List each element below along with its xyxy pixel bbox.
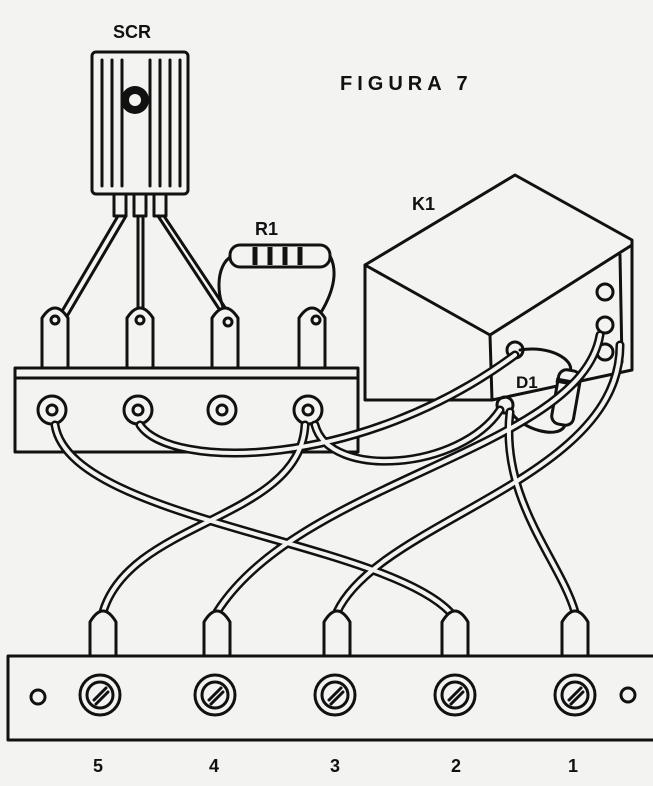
terminal-label-2: 2 (451, 756, 461, 776)
resistor-r1 (217, 243, 336, 322)
terminal-label-1: 1 (568, 756, 578, 776)
scr-label: SCR (113, 22, 151, 42)
k1-label: K1 (412, 194, 435, 214)
scr-component (56, 50, 234, 320)
bottom-terminal-strip (6, 609, 653, 742)
figure-title: FIGURA 7 (340, 73, 473, 95)
terminal-label-5: 5 (93, 756, 103, 776)
relay-k1 (363, 173, 634, 415)
wires (50, 330, 625, 617)
r1-label: R1 (255, 219, 278, 239)
terminal-label-4: 4 (209, 756, 219, 776)
d1-label: D1 (516, 373, 538, 392)
terminal-label-3: 3 (330, 756, 340, 776)
